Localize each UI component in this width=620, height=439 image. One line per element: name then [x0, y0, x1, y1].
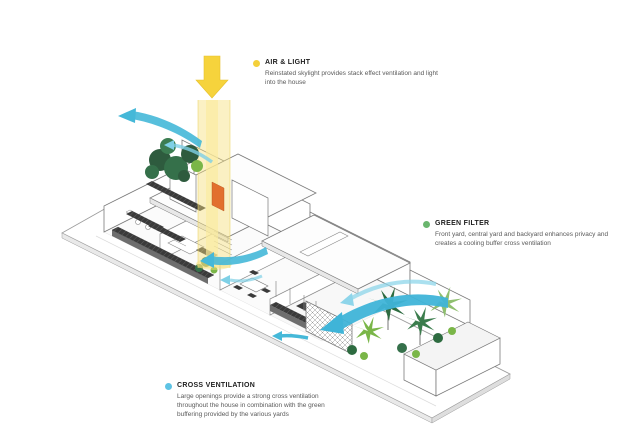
cross-ventilation-text-block: CROSS VENTILATION Large openings provide… [177, 382, 341, 420]
airflow-arrowhead [220, 275, 230, 285]
chair [233, 285, 243, 290]
airflow-arrowhead [200, 252, 214, 268]
shrub [433, 333, 443, 343]
airflow-arrows [118, 108, 448, 341]
annotation-air-light: AIR & LIGHT Reinstated skylight provides… [253, 59, 439, 87]
airflow-arrowhead [164, 140, 174, 150]
airflow-band [347, 279, 437, 302]
cross-ventilation-label: CROSS VENTILATION [177, 382, 256, 389]
green-filter-label: GREEN FILTER [435, 220, 490, 227]
airflow-band [336, 294, 448, 330]
shrub [347, 345, 357, 355]
airflow-arrowhead [118, 108, 136, 123]
green-filter-bullet-icon [423, 221, 430, 228]
cross-ventilation-description: Large openings provide a strong cross ve… [177, 392, 325, 419]
courtyard-vegetation [347, 286, 462, 360]
air-light-text-block: AIR & LIGHT Reinstated skylight provides… [265, 59, 439, 87]
air-light-label: AIR & LIGHT [265, 59, 311, 66]
chair [249, 270, 259, 275]
stairs [213, 230, 233, 256]
annotation-cross-ventilation: CROSS VENTILATION Large openings provide… [165, 382, 341, 420]
airflow-band [279, 333, 309, 340]
air-light-bullet-icon [253, 60, 260, 67]
air-light-description: Reinstated skylight provides stack effec… [265, 69, 438, 86]
airflow-band [229, 274, 263, 283]
skylight-down-arrow-icon [195, 55, 229, 99]
orange-door [211, 181, 225, 212]
green-filter-description: Front yard, central yard and backyard en… [435, 230, 609, 247]
rear-block [403, 321, 501, 397]
chair [261, 288, 271, 293]
annotation-green-filter: GREEN FILTER Front yard, central yard an… [423, 220, 615, 248]
shrub [448, 327, 456, 335]
chair [247, 293, 257, 298]
shrub [397, 343, 407, 353]
airflow-band [132, 111, 202, 148]
airflow-arrowhead [320, 312, 344, 334]
kitchen-counter [299, 231, 349, 257]
cut-walls [111, 181, 324, 335]
shrub [412, 350, 420, 358]
airflow-band [171, 143, 214, 164]
green-filter-text-block: GREEN FILTER Front yard, central yard an… [435, 220, 615, 248]
shrub [360, 352, 368, 360]
airflow-arrowhead [272, 331, 282, 341]
cross-ventilation-bullet-icon [165, 383, 172, 390]
airflow-band [210, 247, 268, 266]
airflow-arrowhead [340, 293, 354, 306]
facade-openings [275, 281, 317, 317]
